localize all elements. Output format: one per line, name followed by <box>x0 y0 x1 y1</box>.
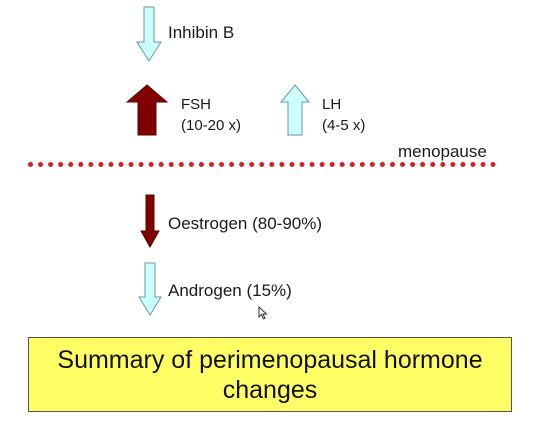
androgen-label: Androgen (15%) <box>168 281 292 300</box>
fsh-up-arrow-icon <box>126 84 168 136</box>
summary-text: Summary of perimenopausal hormone change… <box>57 345 483 404</box>
lh-label: LH <box>322 96 342 113</box>
mouse-cursor-icon <box>258 306 268 320</box>
lh-detail: (4-5 x) <box>322 117 366 134</box>
inhibin-down-arrow-icon <box>136 6 162 62</box>
fsh-label: FSH <box>181 96 211 113</box>
androgen-down-arrow-icon <box>138 262 162 316</box>
menopause-divider-line <box>28 162 496 167</box>
fsh-detail: (10-20 x) <box>181 117 242 134</box>
oestrogen-label: Oestrogen (80-90%) <box>168 214 323 233</box>
oestrogen-down-arrow-icon <box>140 194 160 248</box>
lh-up-arrow-icon <box>280 84 310 136</box>
menopause-label: menopause <box>398 142 487 161</box>
summary-box: Summary of perimenopausal hormone change… <box>28 337 512 412</box>
inhibin-b-label: Inhibin B <box>168 23 235 42</box>
